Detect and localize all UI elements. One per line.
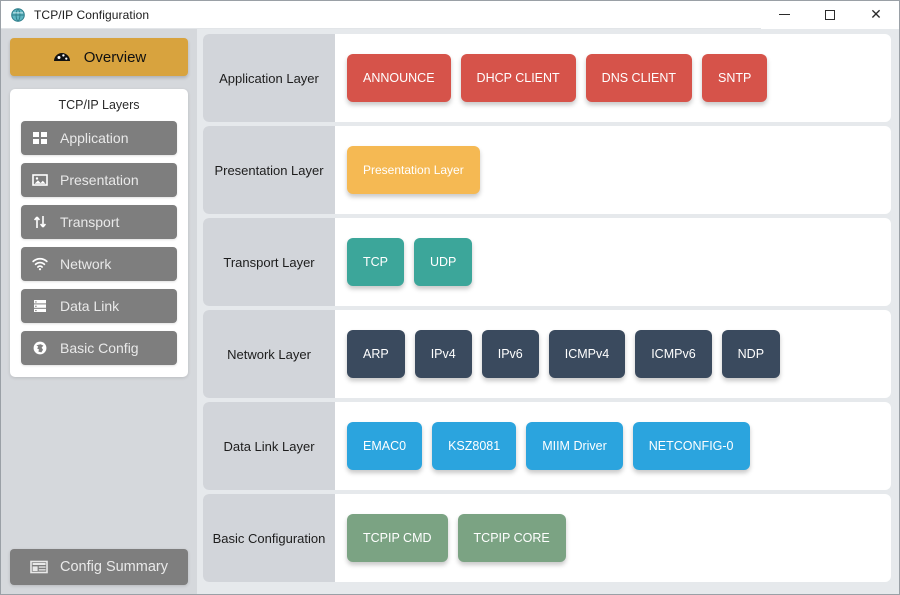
overview-button[interactable]: Overview — [10, 38, 188, 76]
row-label: Data Link Layer — [203, 402, 335, 490]
row-chips: ARP IPv4 IPv6 ICMPv4 ICMPv6 NDP — [335, 310, 891, 398]
row-label: Basic Configuration — [203, 494, 335, 582]
window-body: Overview TCP/IP Layers Application — [1, 29, 899, 594]
sidebar-item-label: Application — [60, 130, 129, 146]
row-chips: Presentation Layer — [335, 126, 891, 214]
chip-announce[interactable]: ANNOUNCE — [347, 54, 451, 102]
row-chips: ANNOUNCE DHCP CLIENT DNS CLIENT SNTP — [335, 34, 891, 122]
chip-ipv6[interactable]: IPv6 — [481, 330, 539, 378]
row-label: Network Layer — [203, 310, 335, 398]
dashboard-gauge-icon — [52, 47, 72, 67]
sidebar: Overview TCP/IP Layers Application — [1, 29, 197, 594]
chip-netconfig-0[interactable]: NETCONFIG-0 — [632, 422, 750, 470]
chip-arp[interactable]: ARP — [347, 330, 405, 378]
window-panel-icon — [30, 559, 48, 575]
chip-tcp[interactable]: TCP — [347, 238, 404, 286]
chip-dhcp-client[interactable]: DHCP CLIENT — [460, 54, 576, 102]
sidebar-item-data-link[interactable]: Data Link — [21, 289, 177, 323]
layers-panel: Application Layer ANNOUNCE DHCP CLIENT D… — [197, 29, 899, 594]
row-label: Transport Layer — [203, 218, 335, 306]
up-down-arrows-icon — [32, 214, 48, 230]
chip-dns-client[interactable]: DNS CLIENT — [585, 54, 692, 102]
sidebar-item-label: Network — [60, 256, 112, 272]
row-label: Presentation Layer — [203, 126, 335, 214]
overview-label: Overview — [83, 48, 147, 66]
sidebar-item-network[interactable]: Network — [21, 247, 177, 281]
config-summary-button[interactable]: Config Summary — [10, 549, 188, 585]
chip-miim-driver[interactable]: MIIM Driver — [526, 422, 623, 470]
window-title: TCP/IP Configuration — [34, 7, 150, 22]
sidebar-item-presentation[interactable]: Presentation — [21, 163, 177, 197]
sidebar-item-label: Data Link — [60, 298, 120, 314]
globe-network-icon — [10, 7, 26, 23]
chip-ksz8081[interactable]: KSZ8081 — [432, 422, 517, 470]
chip-tcpip-core[interactable]: TCPIP CORE — [457, 514, 566, 562]
chip-ipv4[interactable]: IPv4 — [414, 330, 472, 378]
chip-icmpv6[interactable]: ICMPv6 — [635, 330, 712, 378]
row-chips: TCP UDP — [335, 218, 891, 306]
config-summary-label: Config Summary — [60, 559, 168, 575]
sidebar-spacer — [10, 377, 188, 549]
sidebar-item-label: Transport — [60, 214, 120, 230]
layer-row-presentation: Presentation Layer Presentation Layer — [203, 126, 891, 214]
layer-row-basic-configuration: Basic Configuration TCPIP CMD TCPIP CORE — [203, 494, 891, 582]
sidebar-item-basic-config[interactable]: Basic Config — [21, 331, 177, 365]
chip-emac0[interactable]: EMAC0 — [347, 422, 423, 470]
close-icon[interactable]: ✕ — [853, 0, 899, 29]
sidebar-item-label: Presentation — [60, 172, 139, 188]
server-stack-icon — [32, 298, 48, 314]
sidebar-item-application[interactable]: Application — [21, 121, 177, 155]
image-picture-icon — [32, 172, 48, 188]
globe-icon — [32, 340, 48, 356]
row-chips: EMAC0 KSZ8081 MIIM Driver NETCONFIG-0 — [335, 402, 891, 490]
layer-row-network: Network Layer ARP IPv4 IPv6 ICMPv4 ICMPv… — [203, 310, 891, 398]
wifi-icon — [32, 256, 48, 272]
chip-sntp[interactable]: SNTP — [702, 54, 768, 102]
grid-squares-icon — [32, 130, 48, 146]
window-controls: ✕ — [761, 0, 899, 29]
layers-card-title: TCP/IP Layers — [58, 98, 140, 112]
chip-tcpip-cmd[interactable]: TCPIP CMD — [347, 514, 448, 562]
sidebar-item-label: Basic Config — [60, 340, 139, 356]
maximize-icon[interactable] — [807, 0, 853, 29]
chip-udp[interactable]: UDP — [414, 238, 473, 286]
row-label: Application Layer — [203, 34, 335, 122]
sidebar-item-transport[interactable]: Transport — [21, 205, 177, 239]
tcpip-layers-card: TCP/IP Layers Application — [10, 89, 188, 377]
layer-row-data-link: Data Link Layer EMAC0 KSZ8081 MIIM Drive… — [203, 402, 891, 490]
layer-row-application: Application Layer ANNOUNCE DHCP CLIENT D… — [203, 34, 891, 122]
chip-icmpv4[interactable]: ICMPv4 — [548, 330, 626, 378]
minimize-icon[interactable] — [761, 0, 807, 29]
row-chips: TCPIP CMD TCPIP CORE — [335, 494, 891, 582]
chip-presentation-layer[interactable]: Presentation Layer — [347, 146, 480, 194]
layer-row-transport: Transport Layer TCP UDP — [203, 218, 891, 306]
title-bar: TCP/IP Configuration ✕ — [1, 0, 899, 29]
chip-ndp[interactable]: NDP — [721, 330, 781, 378]
